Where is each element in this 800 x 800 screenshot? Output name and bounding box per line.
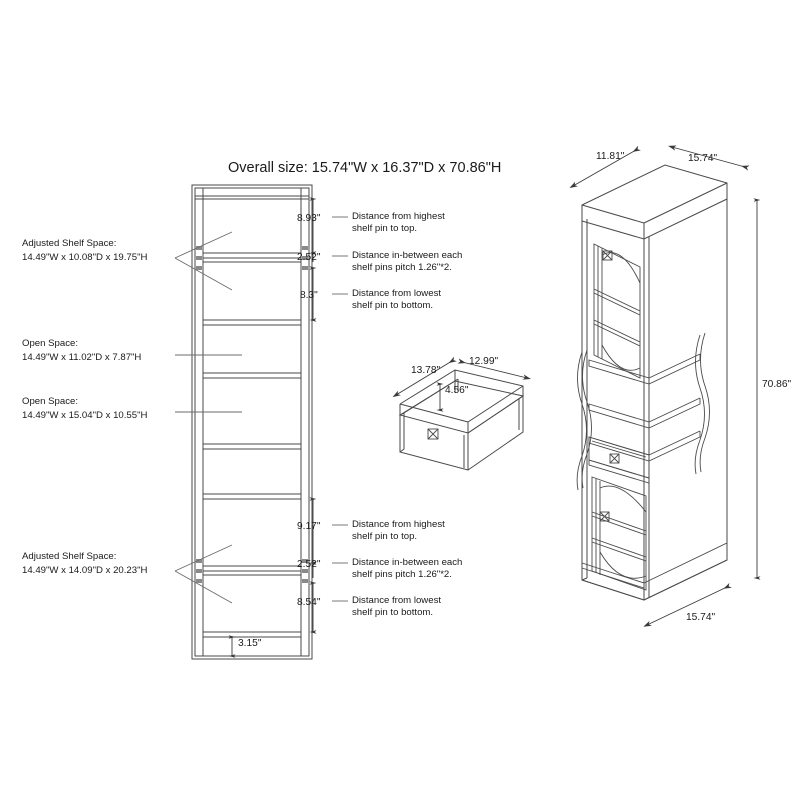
lower-callout-leaders (332, 524, 348, 602)
left-elevation-shelves (203, 252, 301, 638)
cabinet-upper-door-knob (602, 250, 613, 261)
note-upper-highest-pin-line2: shelf pin to top. (352, 223, 418, 234)
dimension-cabinet-top-depth: 11.81" (596, 151, 625, 162)
spec-open-space-2-line1: Open Space: (22, 396, 79, 407)
page-title: Overall size: 15.74"W x 16.37"D x 70.86"… (228, 160, 502, 176)
note-lower-pin-pitch-line1: Distance in-between each (352, 557, 463, 568)
cabinet-lower-door-frame (591, 476, 647, 591)
cabinet-wavy-side-rails (576, 332, 710, 491)
shelf-pin-holes (196, 246, 308, 583)
cabinet-upper-door-frame (593, 243, 641, 379)
dimension-lower-highest-pin-to-top: 9.17" (297, 521, 321, 532)
left-elevation-leader-lines (174, 231, 242, 604)
cabinet-base-trim (581, 542, 728, 601)
drawer-dimension-lines (392, 356, 531, 412)
dimension-upper-highest-pin-to-top: 8.93" (297, 213, 321, 224)
dimension-lower-pin-pitch: 2.52" (297, 559, 321, 570)
drawer-knob (427, 428, 439, 440)
note-lower-lowest-pin-line2: shelf pin to bottom. (352, 607, 434, 618)
dimension-cabinet-height: 70.86" (762, 379, 792, 390)
note-lower-lowest-pin-line1: Distance from lowest (352, 595, 442, 606)
spec-open-space-1-line1: Open Space: (22, 338, 79, 349)
dimension-cabinet-top-width: 15.74" (688, 153, 718, 164)
cabinet-lower-door-knob (599, 511, 610, 522)
dimension-base-height: 3.15" (238, 638, 262, 649)
dimension-upper-lowest-pin-to-bottom: 8.3" (300, 290, 318, 301)
spec-lower-adjusted-shelf-line2: 14.49"W x 14.09"D x 20.23"H (22, 565, 148, 576)
dimension-upper-pin-pitch: 2.52" (297, 252, 321, 263)
dimension-cabinet-bottom-width: 15.74" (686, 612, 716, 623)
spec-open-space-1-line2: 14.49"W x 11.02"D x 7.87"H (22, 352, 142, 363)
dimension-drawer-depth: 12.99" (469, 356, 499, 367)
spec-open-space-2-line2: 14.49"W x 15.04"D x 10.55"H (22, 410, 148, 421)
dimension-drawer-width: 13.78" (411, 365, 441, 376)
note-upper-lowest-pin-line2: shelf pin to bottom. (352, 300, 434, 311)
dimension-lower-lowest-pin-to-bottom: 8.54" (297, 597, 321, 608)
note-upper-lowest-pin-line1: Distance from lowest (352, 288, 442, 299)
cabinet-drawer-front (588, 436, 650, 484)
note-upper-highest-pin-line1: Distance from highest (352, 211, 445, 222)
note-upper-pin-pitch-line1: Distance in-between each (352, 250, 463, 261)
upper-callout-leaders (332, 216, 348, 295)
spec-upper-adjusted-shelf-line2: 14.49"W x 10.08"D x 19.75"H (22, 252, 148, 263)
cabinet-isometric-body (581, 164, 728, 601)
note-lower-highest-pin-line2: shelf pin to top. (352, 531, 418, 542)
cabinet-drawer-knob (609, 453, 620, 464)
spec-lower-adjusted-shelf-line1: Adjusted Shelf Space: (22, 551, 117, 562)
note-upper-pin-pitch-line2: shelf pins pitch 1.26"*2. (352, 262, 452, 273)
spec-upper-adjusted-shelf-line1: Adjusted Shelf Space: (22, 238, 117, 249)
note-lower-pin-pitch-line2: shelf pins pitch 1.26"*2. (352, 569, 452, 580)
cabinet-dimension-lines (569, 145, 761, 627)
dimension-drawer-height: 4.56" (445, 385, 469, 396)
left-elevation-cabinet-body (191, 184, 313, 660)
note-lower-highest-pin-line1: Distance from highest (352, 519, 445, 530)
